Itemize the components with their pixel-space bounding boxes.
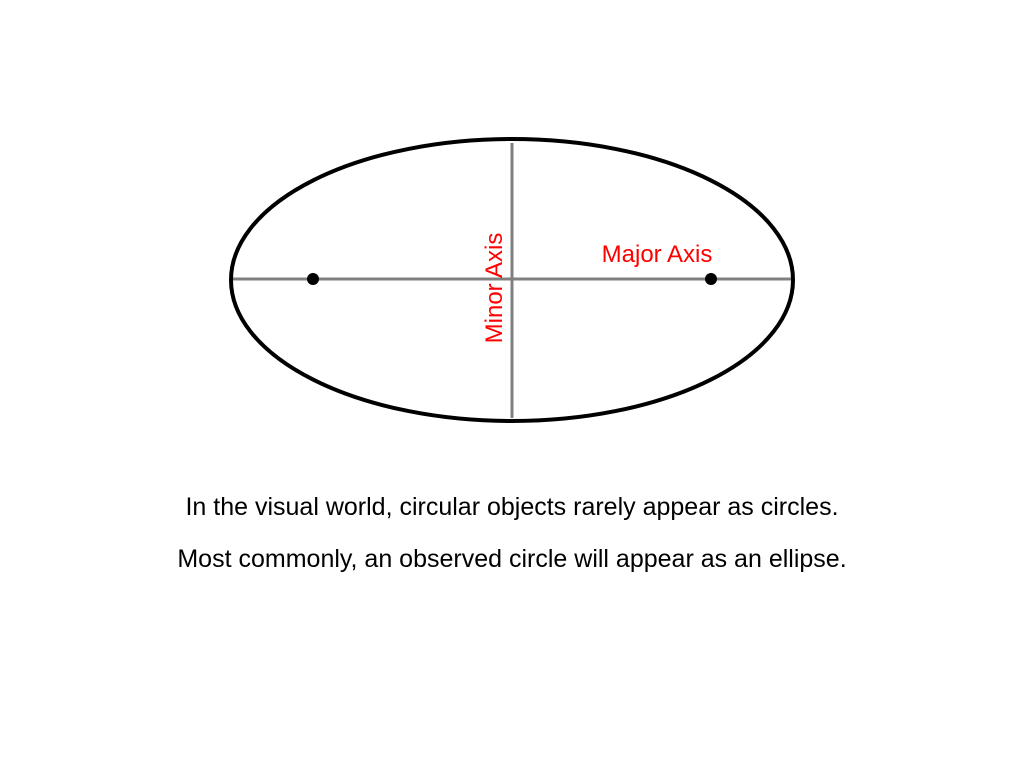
major-axis-label: Major Axis xyxy=(602,241,713,268)
focus-point-right xyxy=(705,273,717,285)
minor-axis-label: Minor Axis xyxy=(481,233,508,344)
focus-point-left xyxy=(307,273,319,285)
caption-line-1: In the visual world, circular objects ra… xyxy=(185,493,839,521)
ellipse-outline xyxy=(229,137,795,423)
caption-line-2: Most commonly, an observed circle will a… xyxy=(177,545,847,573)
